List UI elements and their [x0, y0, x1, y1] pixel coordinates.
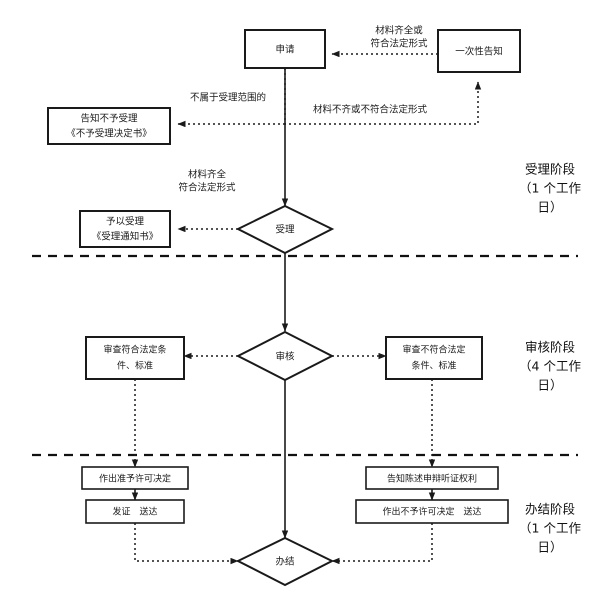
node-review-pass[interactable]: 审查符合法定条 件、标准: [85, 336, 185, 380]
node-complete[interactable]: 办结: [235, 536, 335, 587]
svg-text:件、标准: 件、标准: [117, 360, 153, 372]
svg-text:符合法定形式: 符合法定形式: [178, 182, 236, 194]
connector-issue-to-complete: [134, 523, 239, 565]
svg-text:材料齐全或: 材料齐全或: [375, 25, 423, 37]
node-review-fail[interactable]: 审查不符合法定 条件、标准: [385, 336, 483, 380]
svg-text:日）: 日）: [537, 200, 562, 215]
svg-text:日）: 日）: [537, 378, 562, 393]
node-deny-decision[interactable]: 作出不予许可决定 送达: [355, 499, 509, 524]
svg-text:（1 个工作: （1 个工作: [519, 521, 581, 536]
node-one-time-notice[interactable]: 一次性告知: [437, 29, 521, 73]
svg-text:审核: 审核: [275, 351, 295, 363]
svg-text:《不予受理决定书》: 《不予受理决定书》: [66, 128, 152, 140]
svg-text:办结: 办结: [275, 556, 294, 568]
stage-label-acceptance: 受理阶段 （1 个工作 日）: [519, 162, 581, 215]
svg-text:作出准予许可决定: 作出准予许可决定: [99, 473, 171, 485]
edge-label-materials-complete-or-legal: 材料齐全或 符合法定形式: [370, 25, 428, 50]
svg-text:（1 个工作: （1 个工作: [519, 181, 581, 196]
svg-text:审核阶段: 审核阶段: [525, 340, 575, 355]
edge-label-materials-incomplete: 材料不齐或不符合法定形式: [313, 104, 428, 116]
svg-text:受理阶段: 受理阶段: [525, 162, 575, 177]
node-review-decision[interactable]: 审核: [235, 330, 335, 382]
svg-text:一次性告知: 一次性告知: [455, 46, 503, 58]
node-permit-decision[interactable]: 作出准予许可决定: [81, 466, 189, 490]
svg-text:作出不予许可决定 送达: 作出不予许可决定 送达: [382, 506, 481, 518]
svg-text:发证 送达: 发证 送达: [112, 506, 157, 518]
connector-apply-to-onetime: [284, 68, 482, 125]
svg-text:告知陈述申辩听证权利: 告知陈述申辩听证权利: [387, 473, 477, 485]
svg-text:告知不予受理: 告知不予受理: [80, 113, 138, 125]
svg-text:办结阶段: 办结阶段: [525, 502, 575, 517]
svg-text:予以受理: 予以受理: [106, 216, 145, 228]
node-apply[interactable]: 申请: [244, 29, 326, 69]
stage-label-review: 审核阶段 （4 个工作 日）: [519, 340, 581, 393]
svg-text:受理: 受理: [275, 224, 295, 236]
svg-text:审查不符合法定: 审查不符合法定: [402, 344, 465, 356]
connector-deny-to-complete: [331, 523, 433, 565]
stage-label-completion: 办结阶段 （1 个工作 日）: [519, 502, 581, 555]
node-accept-notice[interactable]: 予以受理 《受理通知书》: [79, 210, 171, 248]
svg-text:申请: 申请: [275, 44, 295, 56]
node-rights-notice[interactable]: 告知陈述申辩听证权利: [365, 466, 499, 490]
svg-text:《受理通知书》: 《受理通知书》: [92, 231, 159, 243]
svg-text:（4 个工作: （4 个工作: [519, 359, 581, 374]
svg-text:材料齐全: 材料齐全: [188, 169, 227, 181]
node-issue-deliver[interactable]: 发证 送达: [85, 499, 185, 524]
svg-text:符合法定形式: 符合法定形式: [370, 38, 428, 50]
edge-label-materials-complete: 材料齐全 符合法定形式: [178, 169, 236, 194]
node-accept-decision[interactable]: 受理: [235, 204, 335, 255]
svg-text:条件、标准: 条件、标准: [411, 360, 456, 372]
edge-label-out-of-scope: 不属于受理范围的: [190, 92, 266, 104]
node-not-accept[interactable]: 告知不予受理 《不予受理决定书》: [47, 107, 171, 145]
svg-text:日）: 日）: [537, 540, 562, 555]
svg-text:审查符合法定条: 审查符合法定条: [103, 344, 166, 356]
